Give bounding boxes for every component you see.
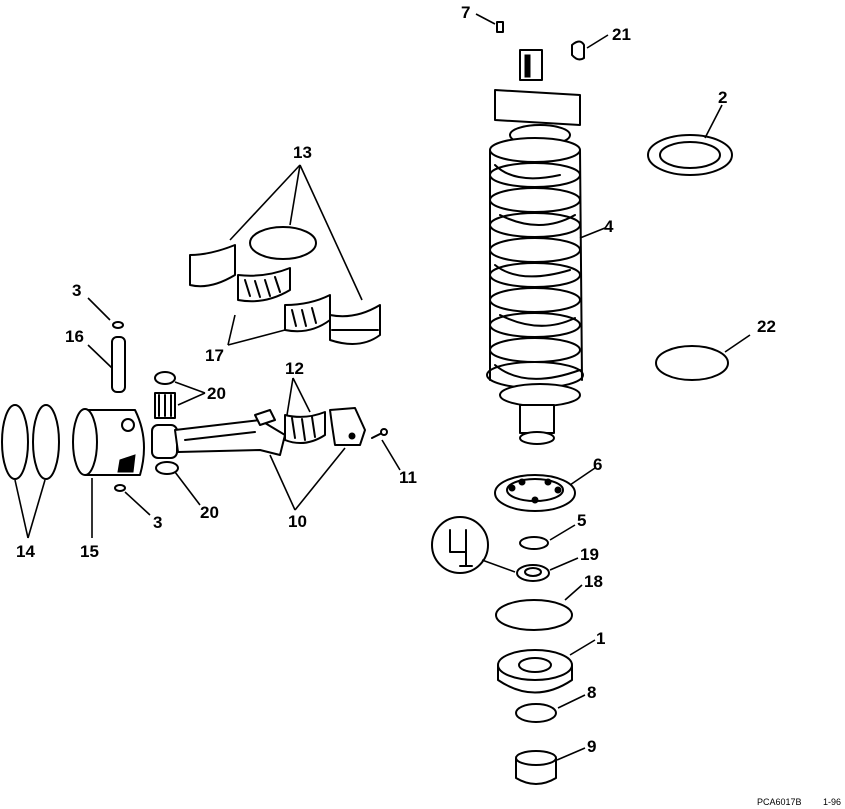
callout-7: 7 — [461, 3, 470, 22]
piston-rings-part-14 — [1, 404, 60, 480]
callout-20-bottom: 20 — [200, 503, 219, 522]
seal-ring-part-2 — [647, 134, 733, 176]
callout-9: 9 — [587, 737, 596, 756]
sleeve-part-9 — [515, 750, 557, 785]
retainer-part-3-bottom — [114, 484, 126, 492]
retainer-part-3-top — [112, 321, 124, 329]
callout-15: 15 — [80, 542, 99, 561]
figure-code: PCA6017B — [757, 797, 802, 807]
leader-lines — [14, 13, 751, 761]
callout-3-bottom: 3 — [153, 513, 162, 532]
callout-13: 13 — [293, 143, 312, 162]
callout-20-top: 20 — [207, 384, 226, 403]
washer-bearing-part-20 — [154, 371, 179, 475]
seal-part-8 — [515, 703, 557, 723]
callout-8: 8 — [587, 683, 596, 702]
bearing-part-6 — [494, 474, 576, 512]
callout-11: 11 — [399, 468, 417, 487]
callout-16: 16 — [65, 327, 84, 346]
callout-4: 4 — [604, 217, 614, 236]
figure-date: 1-96 — [823, 797, 841, 807]
connecting-rod-part-10 — [151, 407, 366, 459]
callout-14: 14 — [16, 542, 35, 561]
callout-18: 18 — [584, 572, 603, 591]
pin-part-7 — [496, 21, 504, 33]
bearing-housing-part-1 — [497, 649, 573, 694]
callout-2: 2 — [718, 88, 727, 107]
needle-bearing-cage-part-17 — [237, 267, 331, 333]
screw-part-11 — [371, 428, 388, 439]
callout-labels: 7 21 2 4 22 6 5 19 18 1 8 9 13 17 3 16 2… — [16, 3, 776, 756]
callout-22: 22 — [757, 317, 776, 336]
callout-21: 21 — [612, 25, 631, 44]
seal-part-19 — [516, 564, 550, 582]
crankshaft — [486, 49, 584, 445]
o-ring-part-22 — [655, 345, 729, 381]
retaining-ring-part-5 — [519, 536, 549, 550]
callout-6: 6 — [593, 455, 602, 474]
main-bearing-set-part-13 — [189, 226, 381, 345]
callout-12: 12 — [285, 359, 304, 378]
callout-19: 19 — [580, 545, 599, 564]
callout-3-top: 3 — [72, 281, 81, 300]
callout-5: 5 — [577, 511, 586, 530]
o-ring-part-18 — [495, 599, 573, 631]
callout-17: 17 — [205, 346, 224, 365]
callout-1: 1 — [596, 629, 605, 648]
callout-10: 10 — [288, 512, 307, 531]
key-part-21 — [571, 40, 585, 61]
piston-part-15 — [72, 408, 145, 476]
piston-pin-part-16 — [111, 336, 126, 393]
lubricant-symbol-icon — [431, 516, 489, 574]
rod-bearing-part-12 — [284, 411, 326, 445]
